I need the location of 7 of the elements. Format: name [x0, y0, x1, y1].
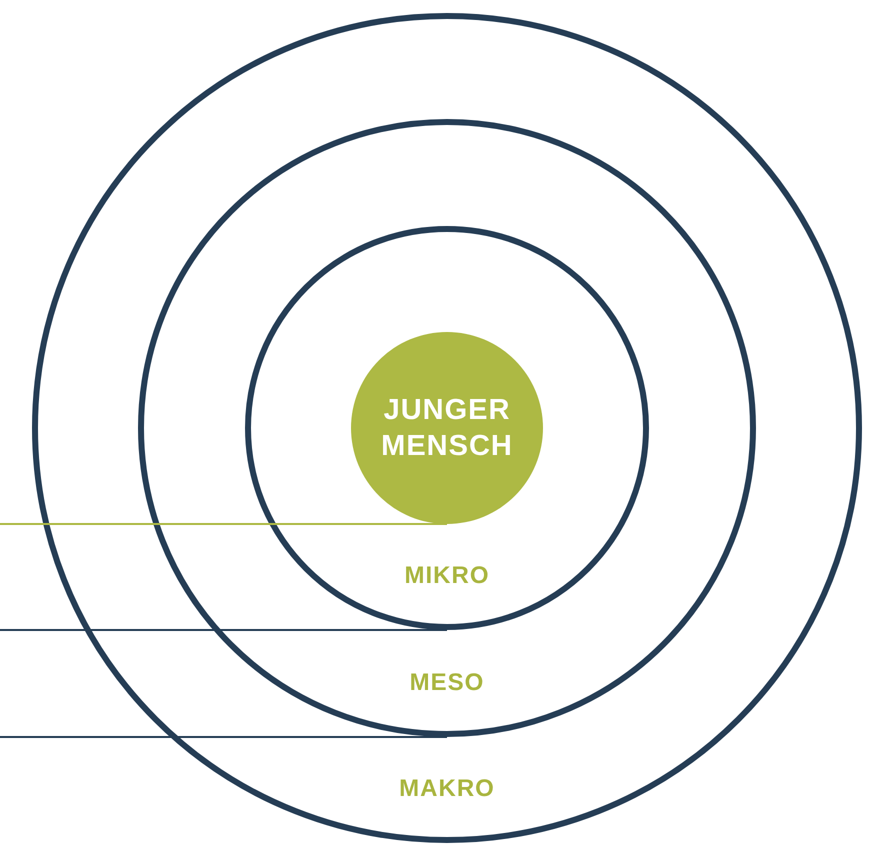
- leader-line: [0, 523, 447, 525]
- ring-label: MIKRO: [404, 562, 490, 590]
- leader-line: [0, 629, 447, 631]
- ring-label: MAKRO: [399, 775, 495, 803]
- leader-line: [0, 736, 447, 738]
- center-label: JUNGER MENSCH: [380, 393, 514, 464]
- ring-label: MESO: [410, 669, 484, 697]
